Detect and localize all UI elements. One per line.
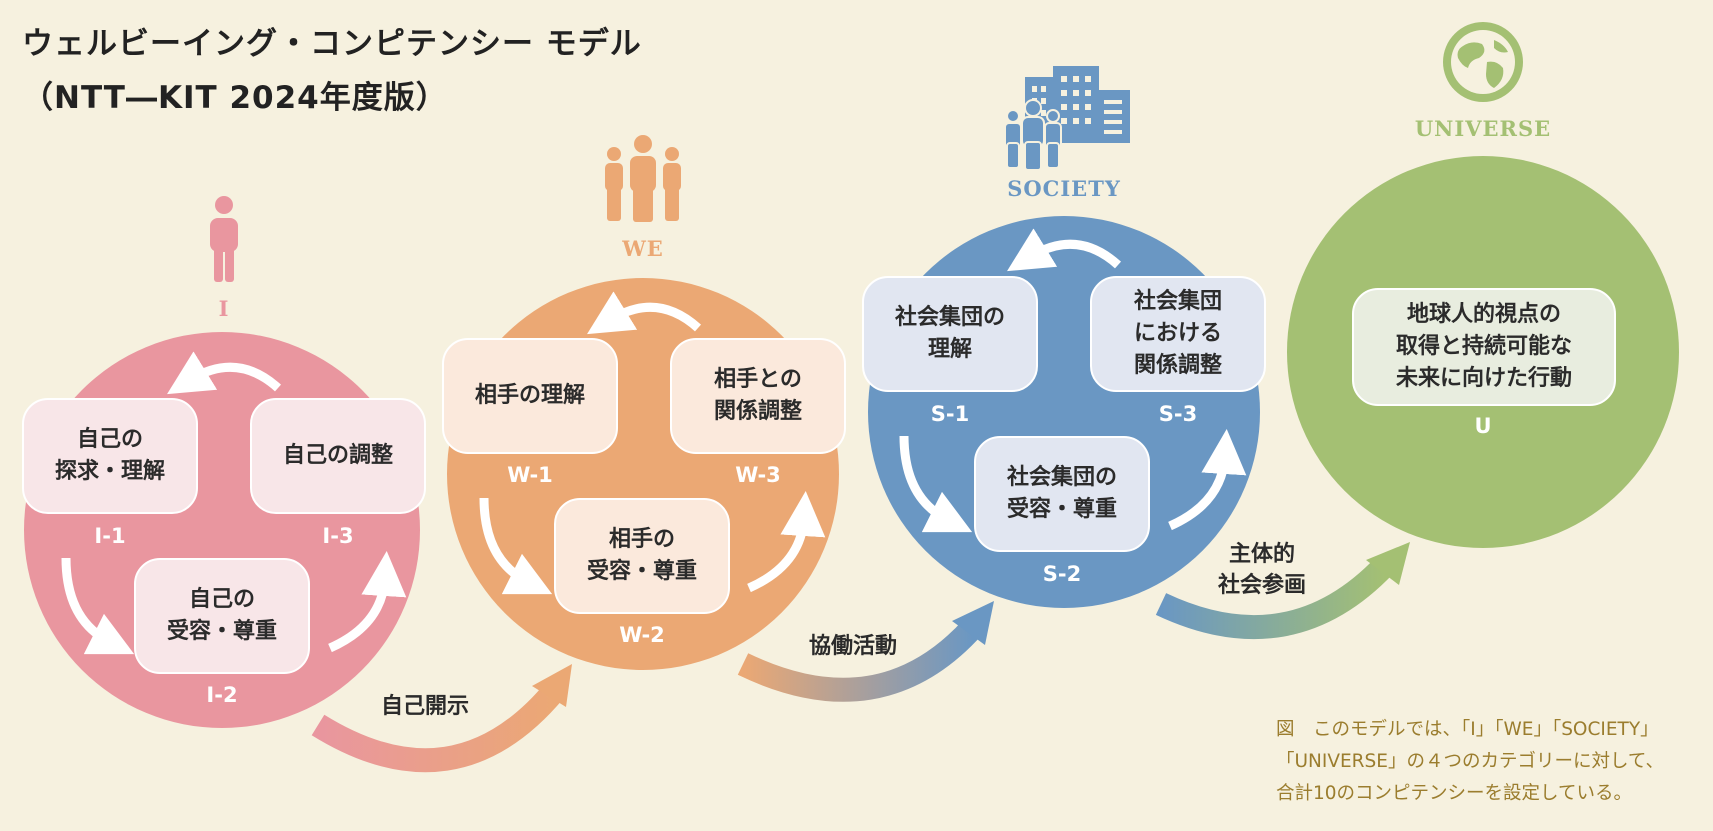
transition-label-society-universe: 主体的 社会参画 xyxy=(1217,542,1307,598)
globe-icon xyxy=(1443,22,1523,102)
cycle-arrow-society-top xyxy=(1007,228,1122,272)
transition-label-we-society: 協働活動 xyxy=(808,634,898,659)
diagram-title: ウェルビーイング・コンピテンシー モデル xyxy=(22,26,642,62)
competency-code-s2: S-2 xyxy=(1042,562,1082,586)
cycle-arrow-we-top xyxy=(587,291,702,335)
transition-arrow-i-we xyxy=(311,682,565,773)
competency-code-u: U xyxy=(1474,414,1492,438)
category-label-universe: UNIVERSE xyxy=(1414,116,1552,141)
competency-s2: 社会集団の 受容・尊重 xyxy=(974,436,1150,552)
cycle-arrow-we-left xyxy=(479,497,553,595)
competency-code-s1: S-1 xyxy=(930,402,970,426)
competency-w2: 相手の 受容・尊重 xyxy=(554,498,730,614)
cycle-arrow-i-top xyxy=(167,351,282,395)
city-people-icon xyxy=(1004,66,1130,171)
competency-w3: 相手との 関係調整 xyxy=(670,338,846,454)
competency-code-i1: I-1 xyxy=(94,524,126,548)
diagram-subtitle: （NTT―KIT 2024年度版） xyxy=(22,80,448,116)
caption-line-2: 「UNIVERSE」の４つのカテゴリーに対して、 xyxy=(1276,751,1664,772)
transition-arrowhead-society-universe xyxy=(1366,542,1410,585)
competency-s1: 社会集団の 理解 xyxy=(862,276,1038,392)
transition-label-i-we: 自己開示 xyxy=(380,694,470,719)
competency-code-w3: W-3 xyxy=(735,463,781,487)
competency-code-i3: I-3 xyxy=(322,524,354,548)
cycle-arrow-society-right xyxy=(1168,429,1247,531)
competency-code-w1: W-1 xyxy=(507,463,553,487)
competency-i3: 自己の調整 xyxy=(250,398,426,514)
caption-line-3: 合計10のコンピテンシーを設定している。 xyxy=(1276,783,1632,804)
person-icon xyxy=(210,196,238,282)
cycle-arrow-we-right xyxy=(747,491,826,593)
cycle-arrow-society-left xyxy=(899,435,973,533)
group-icon xyxy=(605,135,681,222)
competency-i1: 自己の 探求・理解 xyxy=(22,398,198,514)
category-label-we: WE xyxy=(622,236,664,261)
figure-caption: 図 このモデルでは、「I」「WE」「SOCIETY」 「UNIVERSE」の４つ… xyxy=(1276,714,1696,810)
competency-code-i2: I-2 xyxy=(206,683,238,707)
competency-code-w2: W-2 xyxy=(619,623,665,647)
transition-arrowhead-we-society xyxy=(952,601,994,645)
transition-arrowhead-i-we xyxy=(532,664,572,707)
transition-arrow-society-universe xyxy=(1155,556,1394,640)
competency-s3: 社会集団 における 関係調整 xyxy=(1090,276,1266,392)
competency-i2: 自己の 受容・尊重 xyxy=(134,558,310,674)
competency-code-s3: S-3 xyxy=(1158,402,1198,426)
competency-u: 地球人的視点の 取得と持続可能な 未来に向けた行動 xyxy=(1352,288,1616,406)
transition-arrow-we-society xyxy=(737,618,982,702)
cycle-arrow-i-right xyxy=(328,551,407,653)
caption-line-1: 図 このモデルでは、「I」「WE」「SOCIETY」 xyxy=(1276,719,1659,740)
competency-w1: 相手の理解 xyxy=(442,338,618,454)
cycle-arrow-i-left xyxy=(61,557,135,655)
category-label-society: SOCIETY xyxy=(1007,176,1121,201)
category-label-i: I xyxy=(218,296,230,321)
